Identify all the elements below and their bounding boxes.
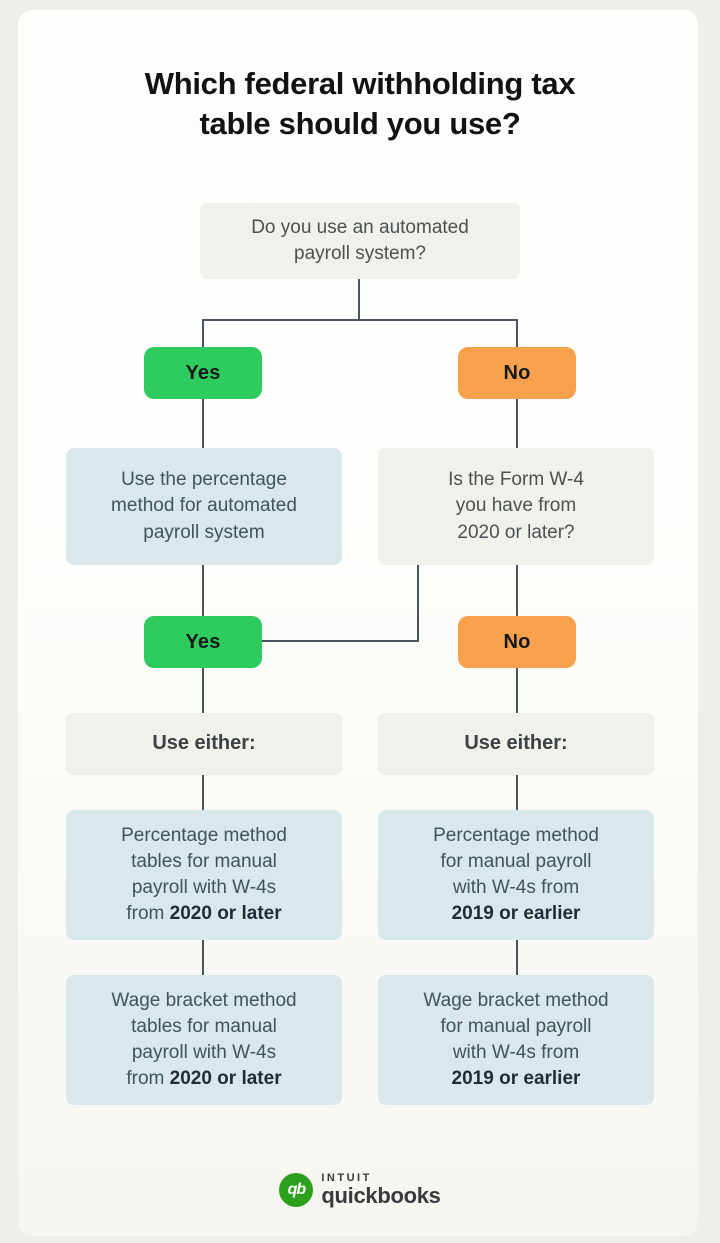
connector-yes2-header (202, 668, 204, 713)
option-text-line: tables for manual (131, 850, 277, 872)
connector-left-option2 (202, 940, 204, 975)
option-text-line: tables for manual (131, 1015, 277, 1037)
option-text-bold: 2020 or later (169, 1068, 282, 1090)
qb-logo-icon: qb (279, 1173, 314, 1208)
header-use-either-left: Use either: (66, 713, 342, 775)
connector-q1-no-drop (516, 319, 518, 347)
connector-q1-branch (202, 319, 518, 321)
brand-quickbooks-label: quickbooks (321, 1183, 441, 1208)
question-w4-year: Is the Form W-4 you have from 2020 or la… (378, 448, 654, 565)
question-w4-line2: you have from (455, 495, 577, 517)
result-automated-percentage-method: Use the percentage method for automated … (66, 448, 342, 565)
connector-no2-header (516, 668, 518, 713)
option-text-line: from 2020 or later (111, 1066, 296, 1092)
option-wage-bracket-2020: Wage bracket method tables for manual pa… (66, 975, 342, 1105)
result-automated-line3: payroll system (143, 521, 265, 543)
option-text-line: for manual payroll (440, 850, 592, 872)
answer-yes-2: Yes (144, 616, 262, 668)
option-text-line: from 2020 or later (121, 901, 287, 927)
connector-q1-stem (358, 279, 360, 320)
connector-result-yes2 (202, 565, 204, 616)
connector-q1-yes-drop (202, 319, 204, 347)
option-text-line: Percentage method (433, 824, 599, 846)
option-text-line: with W-4s from (452, 1042, 580, 1063)
result-automated-line2: method for automated (111, 495, 297, 517)
page-title-line1: Which federal withholding tax (144, 66, 576, 101)
option-text-line: Percentage method (121, 824, 287, 846)
connector-q2-yes-elbow (262, 640, 419, 642)
connector-q2-no-drop (516, 565, 518, 616)
option-text-bold: 2019 or earlier (451, 903, 581, 925)
option-text-line: payroll with W-4s (131, 877, 277, 898)
question-automated-payroll: Do you use an automated payroll system? (200, 203, 520, 279)
connector-yes1-result (202, 399, 204, 448)
connector-right-option2 (516, 940, 518, 975)
option-text-prefix: from (126, 903, 170, 925)
option-percentage-manual-2019: Percentage method for manual payroll wit… (378, 810, 654, 940)
option-text-bold: 2019 or earlier (451, 1068, 581, 1090)
question-w4-line1: Is the Form W-4 (448, 469, 584, 491)
brand-intuit-label: INTUIT (321, 1172, 372, 1184)
option-text-line: Wage bracket method (111, 989, 297, 1011)
answer-no-2: No (458, 616, 576, 668)
connector-no1-question2 (516, 399, 518, 448)
option-percentage-manual-2020: Percentage method tables for manual payr… (66, 810, 342, 940)
option-text-line: payroll with W-4s (131, 1042, 277, 1063)
option-text-prefix: from (126, 1068, 170, 1090)
connector-right-option1 (516, 775, 518, 810)
option-text-line: with W-4s from (452, 877, 580, 898)
answer-no-1: No (458, 347, 576, 399)
option-text-bold: 2020 or later (169, 903, 282, 925)
question-automated-payroll-line2: payroll system? (294, 243, 426, 264)
option-wage-bracket-2019: Wage bracket method for manual payroll w… (378, 975, 654, 1105)
result-automated-line1: Use the percentage (121, 469, 287, 491)
page-title-line2: table should you use? (199, 105, 521, 141)
option-text-line: for manual payroll (440, 1015, 592, 1037)
connector-left-option1 (202, 775, 204, 810)
question-automated-payroll-line1: Do you use an automated (251, 216, 469, 238)
quickbooks-logo: qb INTUIT quickbooks (0, 1173, 720, 1207)
connector-q2-yes-stem (417, 565, 419, 642)
answer-yes-1: Yes (144, 347, 262, 399)
option-text-line: Wage bracket method (423, 989, 609, 1011)
question-w4-line3: 2020 or later? (457, 521, 575, 543)
page-title: Which federal withholding tax table shou… (80, 64, 640, 143)
header-use-either-right: Use either: (378, 713, 654, 775)
